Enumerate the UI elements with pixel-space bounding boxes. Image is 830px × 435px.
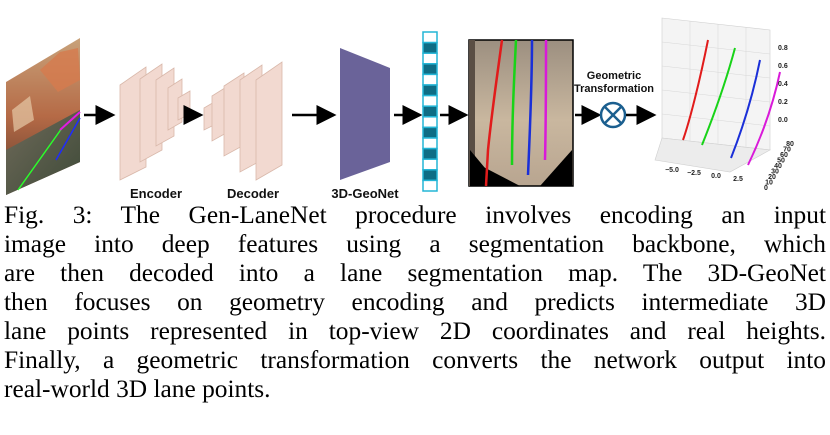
decoder-label: Decoder: [227, 186, 279, 200]
z-tick-label: 0.0: [778, 117, 788, 124]
caption-line: Fig. 3: The Gen-LaneNet procedure involv…: [4, 201, 826, 229]
geonet-block: [340, 48, 390, 180]
caption-line: real-world 3D lane points.: [4, 375, 271, 403]
z-axis-ticks: 0.8 0.6 0.4 0.2 0.0: [778, 45, 788, 124]
y-tick-label: 50: [777, 158, 785, 165]
feature-cell: [422, 105, 438, 118]
y-tick-label: 10: [765, 180, 773, 187]
encoder-block: [119, 63, 191, 181]
transformation-label: Transformation: [574, 83, 654, 95]
x-tick-label: −5.0: [665, 167, 679, 174]
y-tick-label: 30: [771, 169, 779, 176]
feature-cell: [422, 31, 438, 44]
y-tick-label: 80: [786, 141, 794, 148]
feature-vector: [422, 31, 438, 192]
x-axis-ticks: −5.0 −2.5 0.0 2.5: [665, 167, 743, 183]
otimes-icon: [599, 101, 627, 129]
geometric-label: Geometric: [587, 70, 641, 82]
caption-line: are then decoded into a lane segmentatio…: [4, 259, 826, 287]
z-tick-label: 0.8: [778, 45, 788, 52]
z-tick-label: 0.2: [778, 99, 788, 106]
feature-cell: [422, 52, 438, 65]
y-tick-label: 0: [764, 185, 768, 192]
caption-line: lane points represented in top-view 2D c…: [4, 317, 826, 345]
x-tick-label: 2.5: [733, 176, 743, 183]
feature-cell: [422, 137, 438, 150]
encoder-label: Encoder: [130, 186, 182, 200]
feature-cell: [422, 73, 438, 86]
input-road-image: [6, 38, 81, 195]
lane-3d-plot: [654, 17, 781, 173]
pipeline-figure: Geometric Transformation 0.8 0.6 0.4 0.2 0.0…: [6, 17, 794, 200]
caption-line: then focuses on geometry encoding and pr…: [4, 288, 826, 316]
x-tick-label: 0.0: [711, 173, 721, 180]
figure-caption: Fig. 3: The Gen-LaneNet procedure involv…: [4, 201, 826, 404]
x-tick-label: −2.5: [687, 170, 701, 177]
feature-cell: [422, 41, 438, 54]
feature-cell: [422, 158, 438, 171]
topview-lane-map: [468, 39, 574, 187]
feature-cell: [422, 179, 438, 192]
geonet-label: 3D-GeoNet: [331, 186, 399, 200]
z-tick-label: 0.4: [778, 81, 788, 88]
y-tick-label: 60: [780, 152, 788, 159]
caption-line: image into deep features using a segment…: [4, 230, 826, 258]
y-tick-label: 40: [774, 163, 782, 170]
feature-cell: [422, 169, 438, 182]
y-tick-label: 70: [783, 147, 791, 154]
decoder-block: [203, 61, 283, 181]
feature-cell: [422, 84, 438, 97]
caption-line: Finally, a geometric transformation conv…: [4, 346, 826, 374]
feature-cell: [422, 147, 438, 160]
feature-cell: [422, 63, 438, 76]
z-tick-label: 0.6: [778, 63, 788, 70]
feature-cell: [422, 126, 438, 139]
y-tick-label: 20: [768, 174, 776, 181]
feature-cell: [422, 116, 438, 129]
feature-cell: [422, 94, 438, 107]
